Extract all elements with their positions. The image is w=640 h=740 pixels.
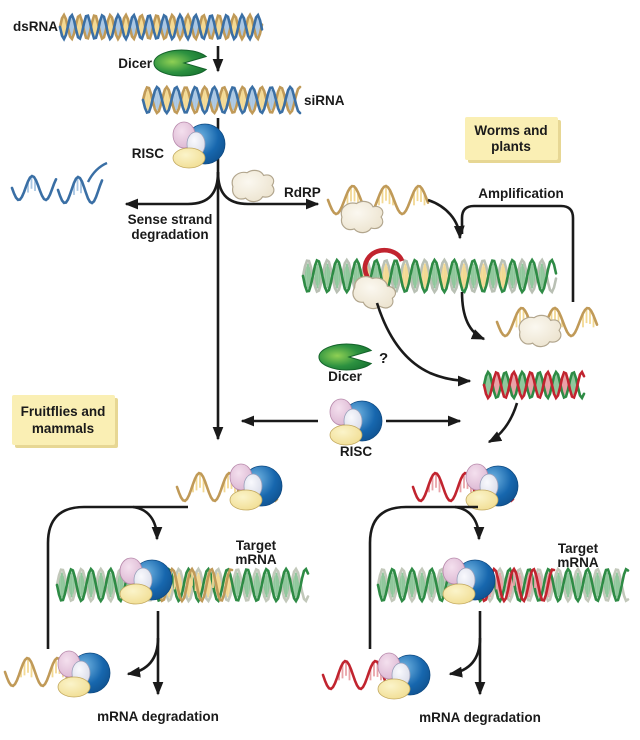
loaded-risc-left-icon bbox=[229, 463, 283, 511]
recycled-risc-right-icon bbox=[377, 652, 431, 700]
loaded-risc-right-icon bbox=[465, 463, 519, 511]
secondary-sirna-duplex bbox=[482, 369, 586, 401]
risc-assembly-section: RISC bbox=[240, 398, 519, 459]
amplification-label: Amplification bbox=[478, 186, 564, 201]
dsrna-section: dsRNA Dicer siRNA bbox=[13, 12, 345, 116]
rdrp-label: RdRP bbox=[284, 185, 321, 200]
dicer-mid-label: Dicer bbox=[328, 369, 363, 384]
fruitflies-box-label-line1: Fruitflies and bbox=[21, 404, 106, 419]
arrow-duplex-to-loaded-risc bbox=[487, 402, 519, 444]
sense-degradation-label-line1: Sense strand bbox=[128, 212, 213, 227]
worms-box-label-line2: plants bbox=[491, 139, 531, 154]
risc-loading-section: RISC Sense strand degradation RdRP bbox=[10, 118, 321, 441]
rdrp-enzyme-icon-on-sirna-1 bbox=[339, 198, 386, 236]
mrna-degradation-left-label: mRNA degradation bbox=[97, 709, 219, 724]
target-mrna-left-helix bbox=[55, 566, 310, 604]
risc-recycle-path-right bbox=[368, 505, 478, 649]
arrow-sense-degradation bbox=[124, 171, 220, 210]
degraded-sense-fragment-2 bbox=[56, 175, 104, 205]
worms-plants-section: Worms and plants Amplification ? Dicer bbox=[301, 117, 599, 401]
arrow-mrna-to-new-sirna bbox=[460, 291, 486, 341]
target-mrna-right-label-line1: Target bbox=[558, 541, 599, 556]
arrow-risc-onto-target-left bbox=[132, 505, 163, 541]
dsrna-helix bbox=[58, 12, 264, 42]
dicer-question-mark: ? bbox=[379, 350, 388, 367]
risc-recycle-path-left bbox=[46, 505, 188, 649]
risc-complex-icon-mid bbox=[329, 398, 383, 446]
rdrp-enzyme-icon bbox=[229, 167, 277, 205]
worms-box-label-line1: Worms and bbox=[474, 123, 547, 138]
worms-box bbox=[465, 117, 558, 160]
fruitflies-box-label-line2: mammals bbox=[32, 421, 94, 436]
risc-mid-label: RISC bbox=[340, 444, 373, 459]
dsrna-label: dsRNA bbox=[13, 19, 58, 34]
left-silencing-section: Target mRNA mRNA degradation bbox=[3, 463, 310, 724]
target-mrna-left-label-line1: Target bbox=[236, 538, 277, 553]
dicer-enzyme-icon bbox=[153, 49, 207, 77]
dicer-top-label: Dicer bbox=[118, 56, 153, 71]
sirna-helix bbox=[141, 84, 302, 116]
mrna-degradation-right-label: mRNA degradation bbox=[419, 710, 541, 725]
amplified-dsrna-helix bbox=[301, 257, 558, 295]
sirna-label: siRNA bbox=[304, 93, 345, 108]
right-silencing-section: Target mRNA mRNA degradation bbox=[321, 463, 630, 725]
rna-fragment-curl bbox=[86, 161, 108, 183]
arrow-risc-release-left bbox=[126, 637, 160, 678]
arrow-risc-release-right bbox=[448, 637, 482, 678]
recycled-risc-left-icon bbox=[57, 650, 111, 698]
fruitflies-box bbox=[12, 395, 115, 445]
arrow-dicing-products bbox=[375, 302, 472, 387]
degraded-sense-fragment-1 bbox=[10, 174, 58, 202]
arrow-rdrp-branch bbox=[216, 171, 320, 210]
fruitflies-section: Fruitflies and mammals bbox=[12, 395, 118, 448]
risc-top-label: RISC bbox=[132, 146, 165, 161]
arrow-rdrp-to-mrna bbox=[427, 198, 465, 240]
arrow-risc-onto-target-right bbox=[454, 505, 485, 541]
sense-degradation-label-line2: degradation bbox=[131, 227, 208, 242]
target-mrna-left-label-line2: mRNA bbox=[235, 552, 277, 567]
arrow-amplification-loop bbox=[460, 204, 575, 302]
dicer-enzyme-icon-mid bbox=[318, 343, 372, 371]
target-mrna-right-label-line2: mRNA bbox=[557, 555, 599, 570]
